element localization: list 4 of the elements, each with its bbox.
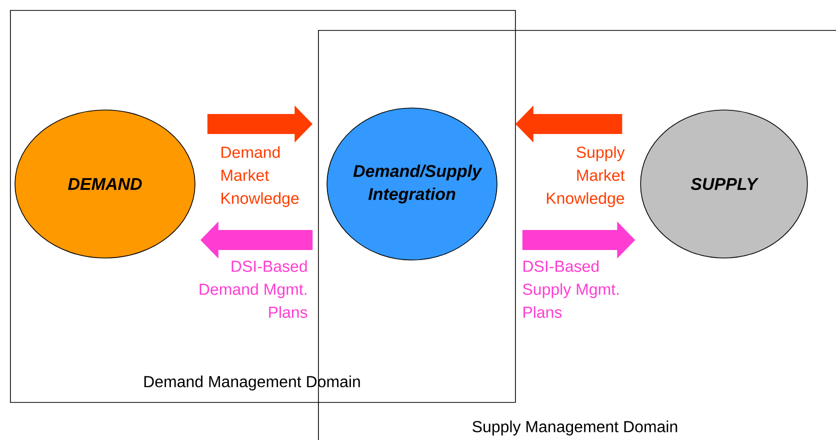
edge-label: Demand Market Knowledge	[222, 146, 299, 208]
edge-label: Supply Market Knowledge	[546, 146, 625, 208]
edge-label: DSI-Based Demand Mgmt. Plans	[200, 260, 308, 318]
edge-label: DSI-Based Supply Mgmt. Plans	[522, 260, 619, 318]
